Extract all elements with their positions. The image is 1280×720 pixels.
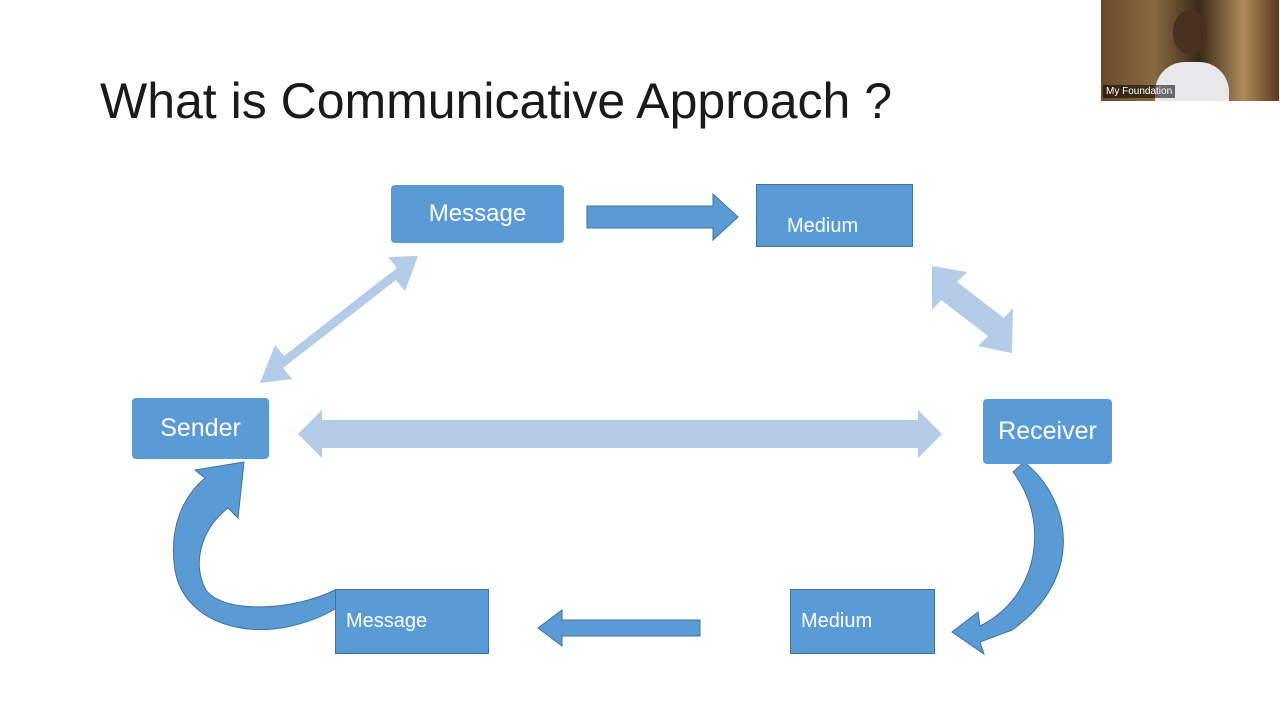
node-receiver-label: Receiver [998, 417, 1097, 445]
node-medium-top-label: Medium [787, 215, 859, 237]
node-medium-bottom-label: Medium [801, 610, 873, 632]
node-medium-bottom: Medium [790, 589, 935, 654]
node-message-top: Message [391, 185, 564, 243]
node-receiver: Receiver [983, 399, 1112, 464]
node-message-bottom: Message [335, 589, 489, 654]
node-message-top-label: Message [428, 200, 527, 227]
arrow-medium-to-message [537, 609, 701, 647]
arrow-sender-receiver [298, 410, 942, 458]
arrow-receiver-curve [951, 461, 1064, 656]
node-message-bottom-label: Message [346, 610, 428, 632]
webcam-label: My Foundation [1103, 85, 1176, 98]
node-sender: Sender [132, 398, 269, 459]
arrow-message-to-medium [586, 192, 739, 242]
arrow-sender-message [260, 256, 418, 383]
slide-title: What is Communicative Approach ? [100, 73, 893, 129]
arrow-message-to-sender-curve [172, 461, 343, 631]
presenter-head [1173, 10, 1207, 54]
node-medium-top: Medium [756, 184, 913, 247]
arrow-medium-receiver [932, 266, 1013, 353]
webcam-thumbnail[interactable]: My Foundation [1101, 0, 1279, 101]
node-sender-label: Sender [160, 414, 241, 442]
